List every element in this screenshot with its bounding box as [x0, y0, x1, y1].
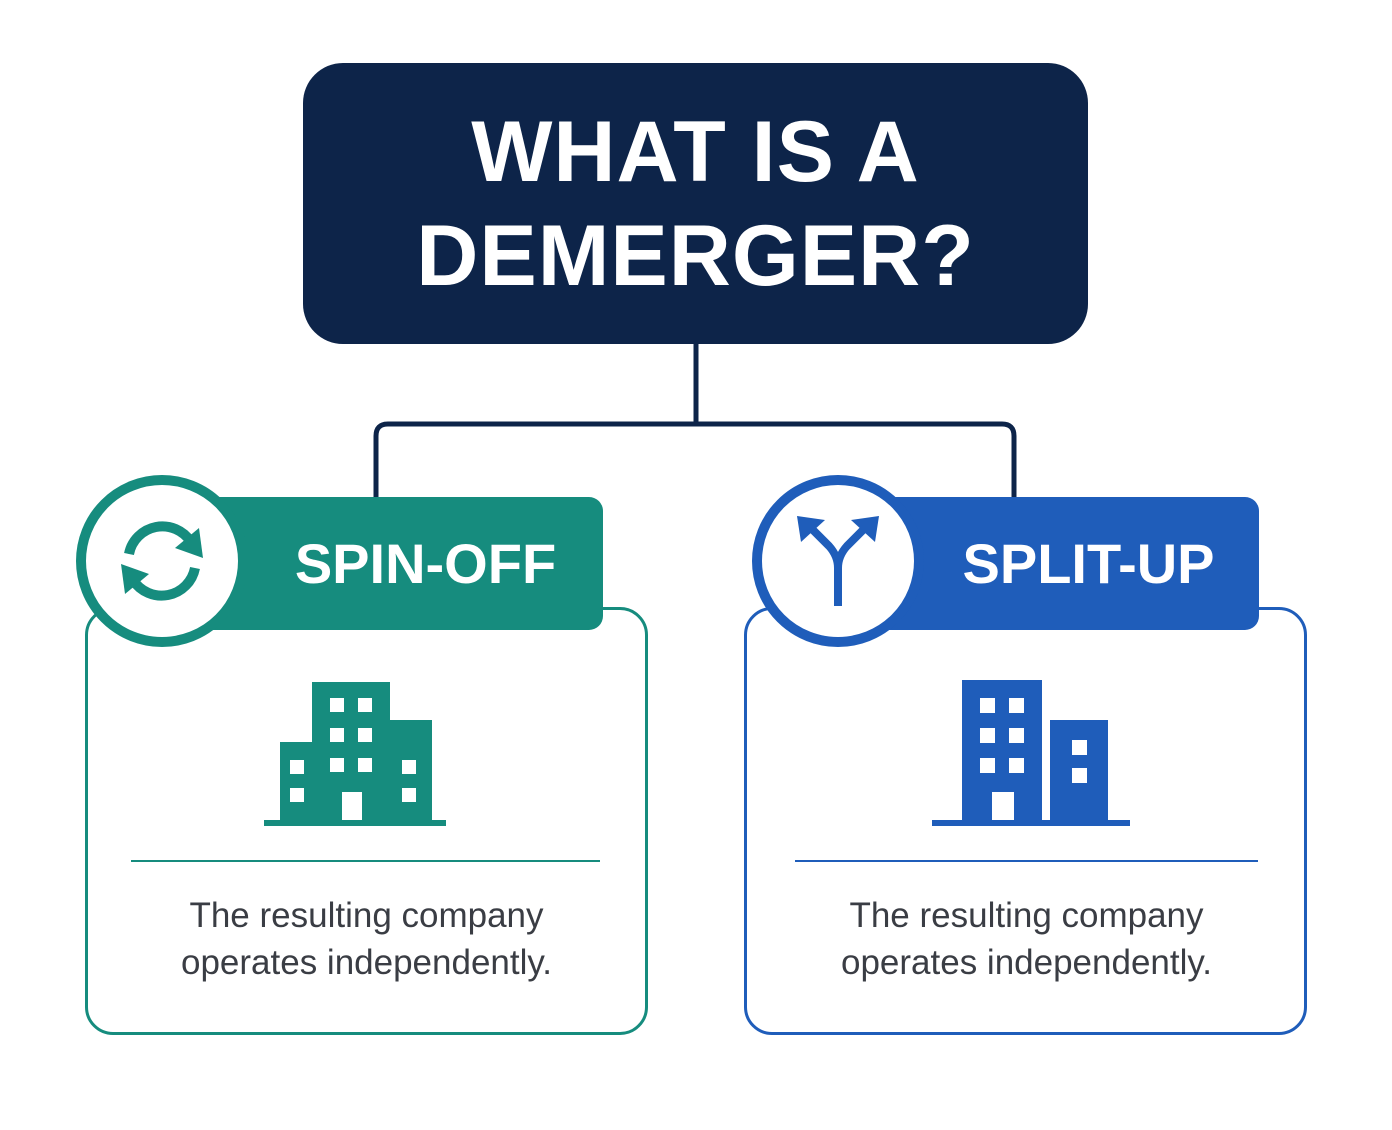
- split-up-description-line-2: operates independently.: [840, 943, 1213, 982]
- spin-off-divider: [131, 860, 600, 862]
- split-up-badge: [752, 475, 924, 647]
- spin-off-description-line-2: operates independently.: [180, 943, 553, 982]
- title-line-2: DEMERGER?: [416, 207, 975, 304]
- spin-off-badge: [76, 475, 248, 647]
- refresh-arrows-icon: [121, 521, 203, 601]
- spin-off-description-line-1: The resulting company: [189, 896, 544, 935]
- spin-off-description: The resulting company operates independe…: [130, 892, 603, 986]
- title-box: WHAT IS A DEMERGER?: [303, 63, 1088, 344]
- split-up-description: The resulting company operates independe…: [790, 892, 1263, 986]
- office-building-icon: [264, 682, 446, 826]
- page-title: WHAT IS A DEMERGER?: [416, 100, 974, 308]
- title-line-1: WHAT IS A: [471, 103, 920, 200]
- split-up-divider: [795, 860, 1258, 862]
- split-arrows-icon: [797, 516, 879, 606]
- split-up-description-line-1: The resulting company: [849, 896, 1204, 935]
- two-buildings-icon: [932, 680, 1130, 826]
